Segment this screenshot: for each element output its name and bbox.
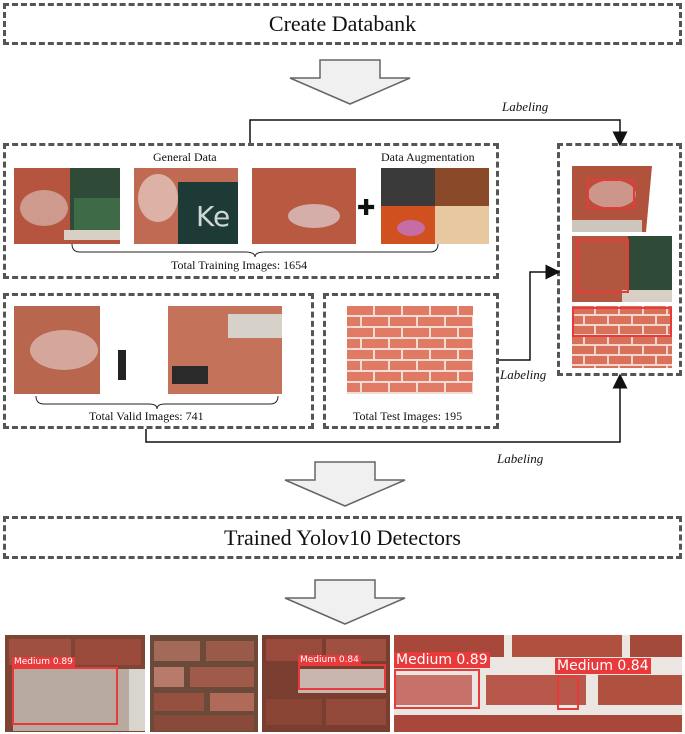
general-data-label: General Data <box>153 150 217 164</box>
create-databank-title: Create Databank <box>268 11 417 36</box>
down-arrow-icon <box>284 461 406 507</box>
svg-text:Ke: Ke <box>196 200 230 233</box>
detection-tag-1: Medium 0.89 <box>12 657 75 667</box>
detection-box-3 <box>298 664 386 690</box>
test-image <box>347 306 473 394</box>
detection-image-1 <box>5 635 145 732</box>
plus-icon: ✚ <box>357 196 376 221</box>
training-image-3 <box>252 168 356 244</box>
valid-image-2 <box>168 306 282 394</box>
training-image-2: Ke <box>134 168 238 244</box>
detection-tag-3: Medium 0.89 <box>394 652 490 668</box>
data-augmentation-label: Data Augmentation <box>381 150 475 164</box>
labeled-image-1 <box>572 166 672 232</box>
detection-box-1 <box>12 667 118 725</box>
labeled-image-3 <box>572 306 672 368</box>
total-test-label: Total Test Images: 195 <box>353 409 463 423</box>
detection-image-4 <box>394 635 682 732</box>
create-databank-box: Create Databank <box>3 3 682 45</box>
detection-box-4b <box>557 676 579 710</box>
labeled-image-2 <box>572 236 672 302</box>
augmentation-images <box>381 168 489 244</box>
labeling-bottom: Labeling <box>497 451 544 466</box>
detection-image-2 <box>150 635 258 732</box>
detection-box-4a <box>394 669 480 709</box>
detection-tag-4: Medium 0.84 <box>555 658 651 674</box>
down-arrow-icon <box>289 59 411 105</box>
detection-tag-2: Medium 0.84 <box>298 655 361 665</box>
training-box <box>3 143 499 279</box>
total-valid-label: Total Valid Images: 741 <box>89 409 204 423</box>
labeling-right: Labeling <box>500 367 547 382</box>
trained-detectors-box: Trained Yolov10 Detectors <box>3 516 682 559</box>
valid-brace <box>35 395 279 410</box>
training-image-1 <box>14 168 120 244</box>
total-training-label: Total Training Images: 1654 <box>171 258 308 272</box>
trained-detectors-title: Trained Yolov10 Detectors <box>224 524 461 550</box>
labeling-top: Labeling <box>502 99 549 114</box>
down-arrow-icon <box>284 579 406 625</box>
valid-image-1 <box>14 306 130 394</box>
training-brace <box>71 243 439 258</box>
